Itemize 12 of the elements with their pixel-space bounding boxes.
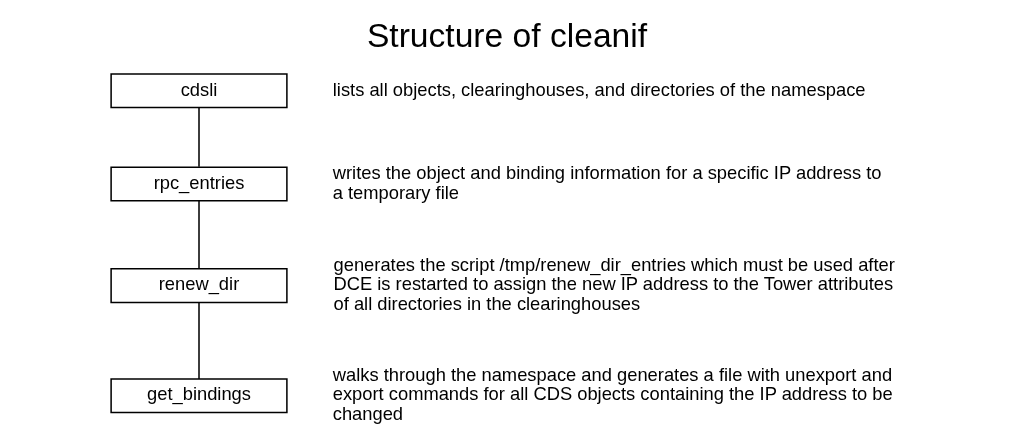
node-box: rpc_entries (109, 166, 288, 202)
node-label: generates the script /tmp/renew_dir_entries which must be used after DCE is restarted to assign the new IP address to the Tower attributes of all directories in the clearinghouses (333, 253, 895, 315)
node-label: lists all objects, clearinghouses, and directories of the namespace (332, 78, 866, 100)
node-label: walks through the namespace and generates a file with unexport and export commands for all CDS objects containing the IP address to be changed (332, 363, 893, 425)
node-label: writes the object and binding information for a specific IP address to a temporary file (332, 161, 882, 203)
connector (197, 200, 200, 270)
connector (197, 106, 200, 168)
diagram-title: Structure of cleanif (366, 17, 647, 55)
node-box: renew_dir (109, 268, 288, 304)
node-box: get_bindings (109, 378, 288, 414)
node-box: cdsli (109, 73, 288, 109)
connector (197, 301, 200, 380)
